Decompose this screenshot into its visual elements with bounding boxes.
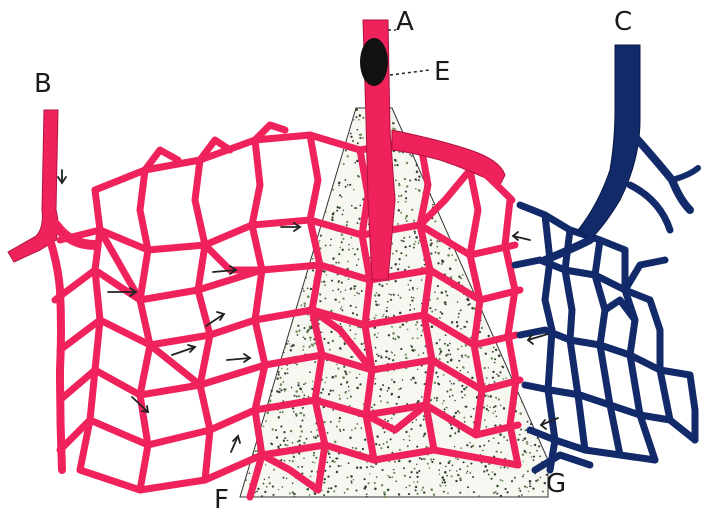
artery-b	[8, 110, 95, 470]
label-f: F	[214, 485, 229, 515]
flow-arrow-icon	[231, 436, 240, 452]
label-a: A	[396, 7, 414, 37]
tumor-mass-e	[360, 38, 388, 86]
label-g: G	[546, 469, 566, 499]
flow-arrow-icon	[58, 170, 66, 183]
label-e: E	[434, 57, 450, 87]
label-b: B	[34, 69, 52, 99]
flow-arrow-icon	[528, 334, 548, 344]
flow-arrow-icon	[172, 345, 195, 355]
venous-network	[515, 205, 695, 470]
flow-arrow-icon	[513, 232, 530, 240]
label-c: C	[614, 7, 632, 37]
leader-line-e	[390, 70, 430, 75]
stippled-region	[240, 108, 548, 498]
flow-arrow-icon	[227, 354, 250, 362]
